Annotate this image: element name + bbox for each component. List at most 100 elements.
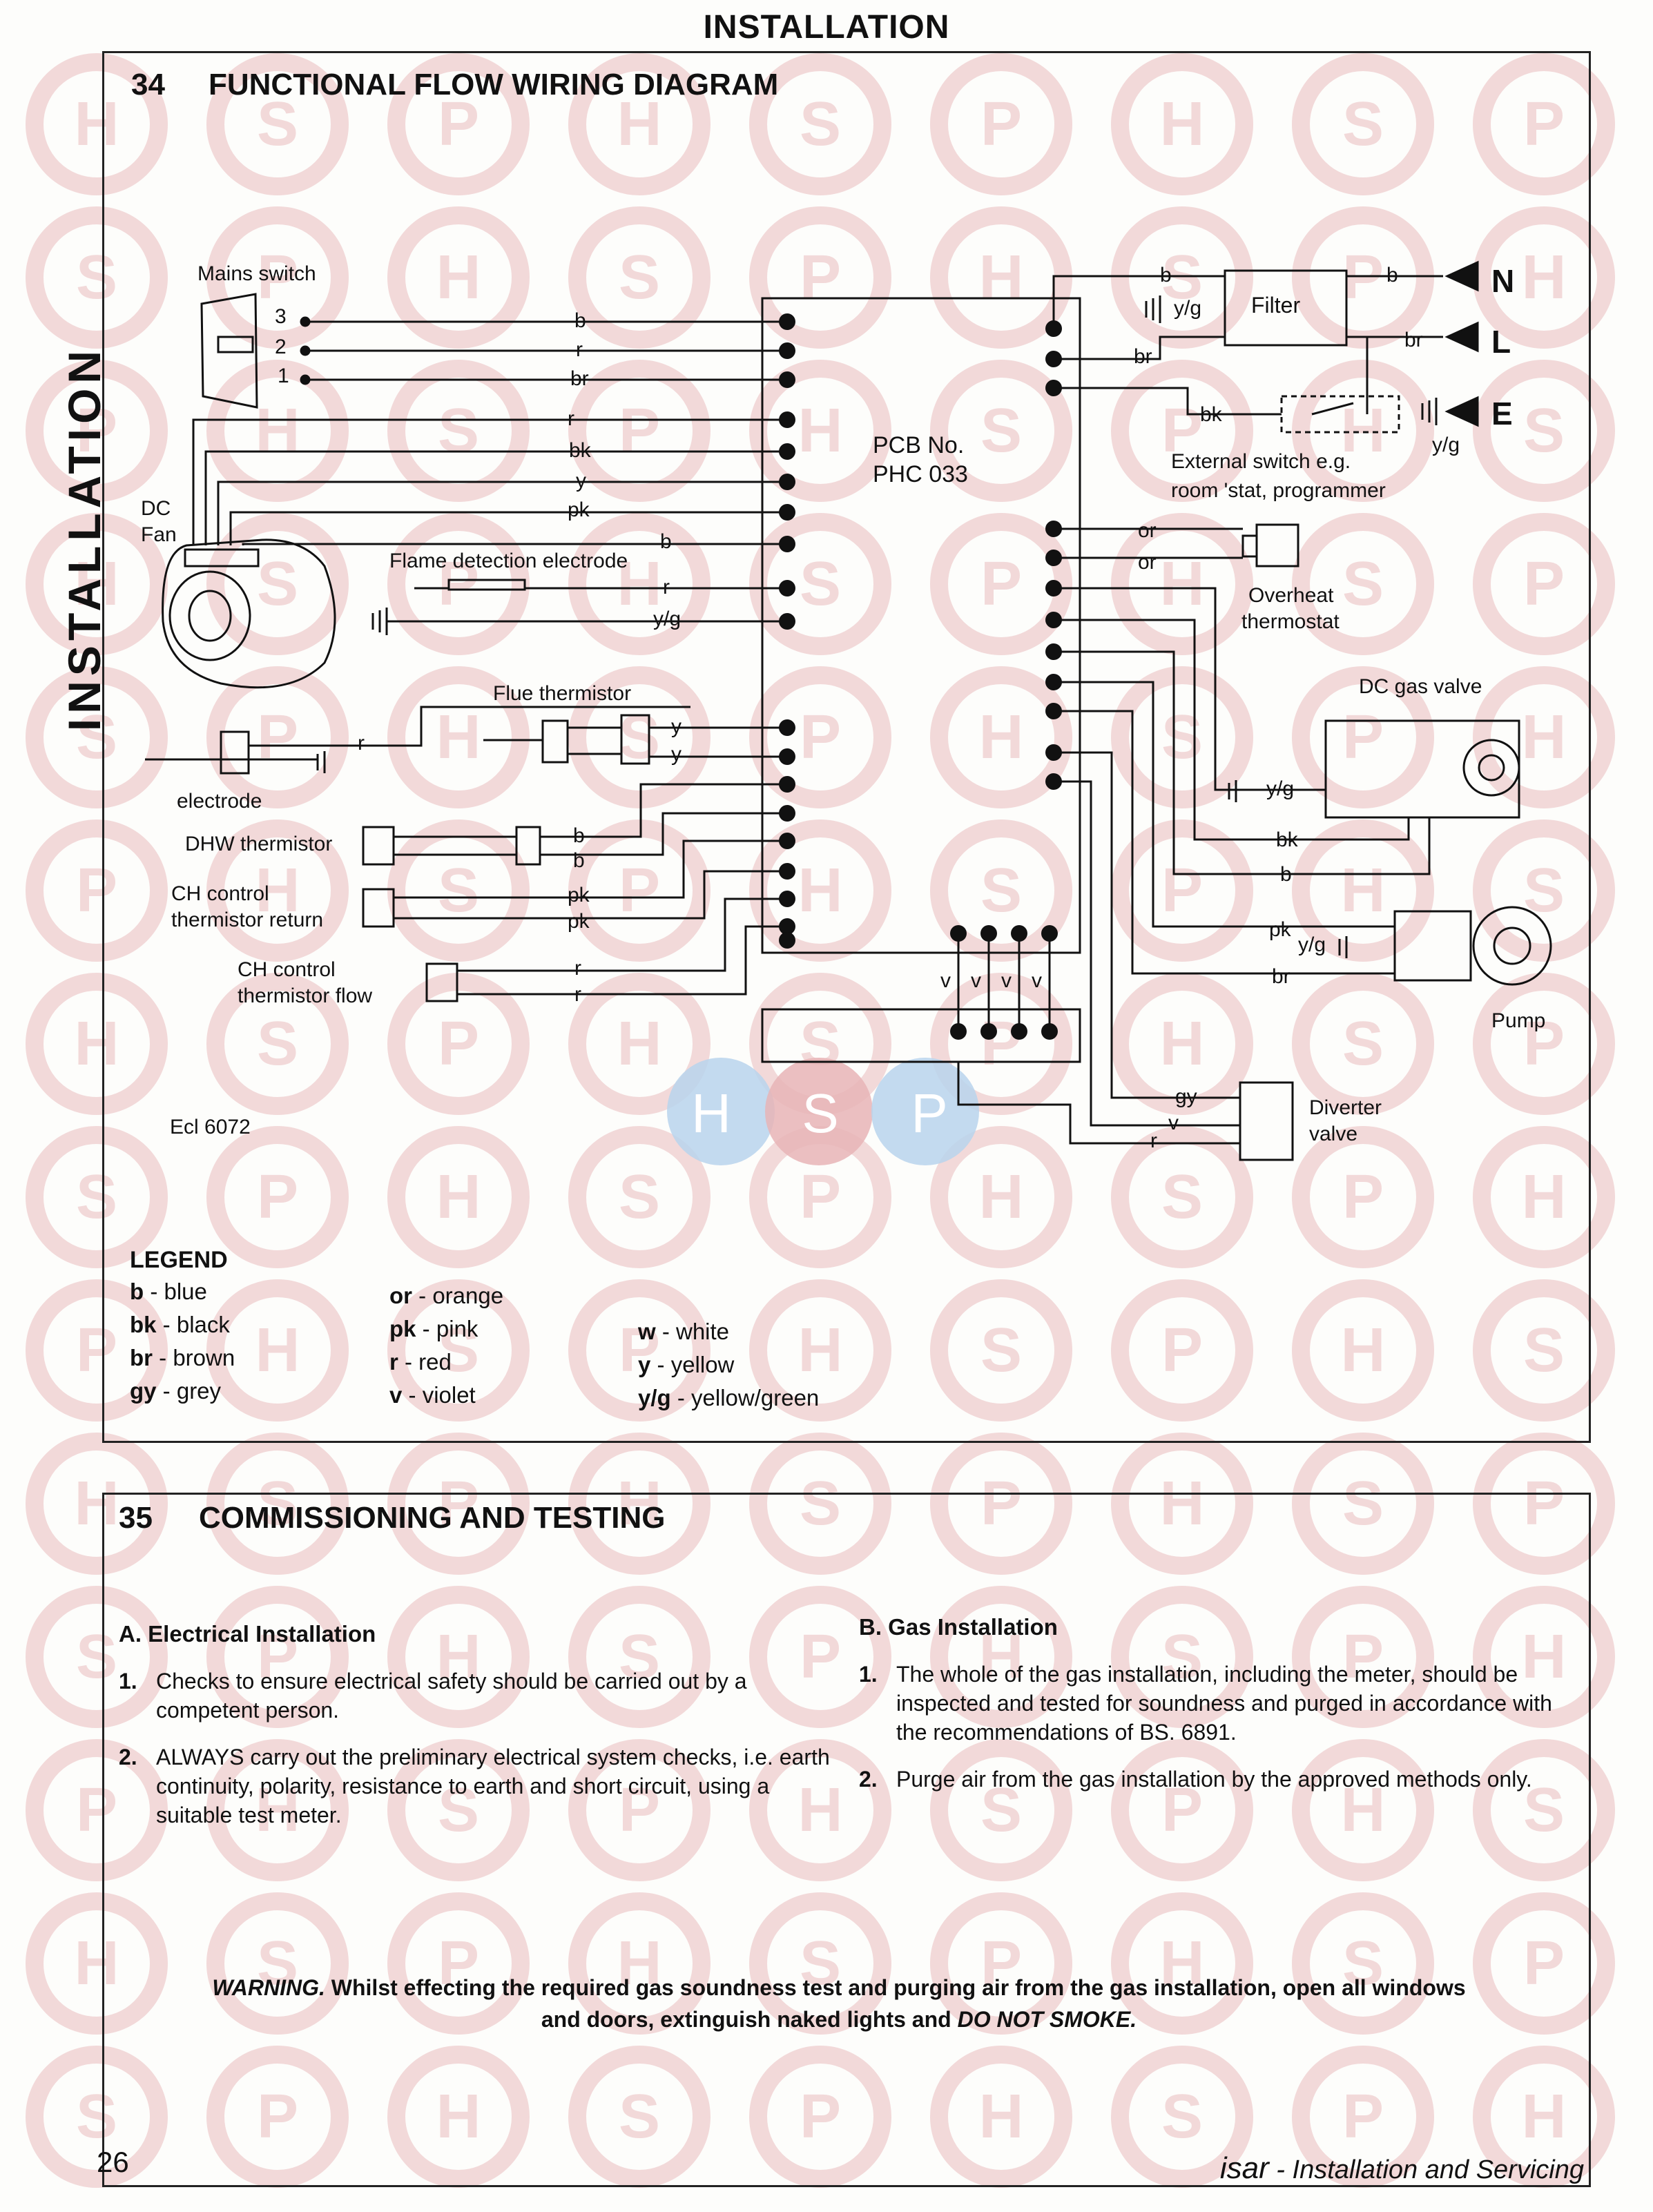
watermark-badge: S xyxy=(26,206,168,349)
wire-label: v xyxy=(971,969,981,992)
dhw-thermistor xyxy=(362,826,395,866)
watermark-badge: H xyxy=(930,1586,1072,1728)
flue-thermistor-plug xyxy=(620,714,650,765)
svg-text:P: P xyxy=(76,396,117,465)
svg-text:S: S xyxy=(800,90,841,159)
svg-text:H: H xyxy=(979,2082,1024,2151)
watermark-badge: H xyxy=(26,513,168,655)
watermark-badge: S xyxy=(387,819,530,962)
svg-text:S: S xyxy=(980,1316,1022,1385)
wire xyxy=(957,1062,1240,1145)
svg-text:H: H xyxy=(255,1776,300,1845)
switch-pin xyxy=(300,374,311,385)
watermark-badge: H xyxy=(1473,1126,1615,1268)
watermark-badge: P xyxy=(1473,513,1615,655)
switch-terminal-2: 2 xyxy=(275,336,287,358)
svg-text:S: S xyxy=(1342,90,1384,159)
svg-text:P: P xyxy=(980,1469,1022,1538)
wire-label: br xyxy=(1272,965,1290,988)
svg-text:P: P xyxy=(800,243,841,312)
svg-text:H: H xyxy=(1160,550,1205,619)
svg-text:S: S xyxy=(1523,1316,1565,1385)
watermark-badge: S xyxy=(1473,819,1615,962)
wire xyxy=(1054,710,1395,975)
wire-label: gy xyxy=(1175,1085,1197,1108)
watermark-badge: H xyxy=(1473,1586,1615,1728)
svg-text:H: H xyxy=(979,243,1024,312)
svg-text:S: S xyxy=(980,856,1022,925)
terminal-dot xyxy=(779,776,795,793)
ignition-electrode xyxy=(220,730,250,775)
svg-text:P: P xyxy=(619,1776,660,1845)
dc-fan-label-2: Fan xyxy=(141,523,177,546)
watermark-badge: P xyxy=(1473,1892,1615,2035)
svg-text:S: S xyxy=(1161,1622,1203,1691)
pump-housing xyxy=(1472,906,1552,986)
wiring-diagram xyxy=(145,260,1552,1161)
wire-label: or xyxy=(1138,519,1157,542)
watermark-badge: P xyxy=(206,2046,349,2188)
svg-text:H: H xyxy=(1341,1776,1386,1845)
flue-thermistor-body xyxy=(541,719,569,764)
terminal-dot xyxy=(779,891,795,907)
switch-pin xyxy=(300,316,311,327)
overheat-thermostat-label-1: Overheat xyxy=(1248,584,1334,607)
svg-text:P: P xyxy=(800,1163,841,1232)
wire xyxy=(540,812,787,856)
watermark-badge: H xyxy=(206,1739,349,1881)
svg-text:H: H xyxy=(1522,243,1567,312)
svg-text:H: H xyxy=(1160,1929,1205,1998)
svg-text:S: S xyxy=(802,1083,838,1144)
terminal-dot xyxy=(1045,521,1062,537)
watermark-badge: P xyxy=(1473,973,1615,1115)
svg-text:H: H xyxy=(1160,90,1205,159)
svg-text:P: P xyxy=(257,243,298,312)
svg-text:S: S xyxy=(1161,703,1203,772)
watermark-badge: H xyxy=(568,53,710,195)
watermark-badge: P xyxy=(206,206,349,349)
supply-neutral: N xyxy=(1491,263,1515,299)
legend-item: br - brown xyxy=(130,1345,235,1370)
watermark-badge: P xyxy=(1111,1279,1253,1422)
wire-label: r xyxy=(1150,1129,1157,1152)
svg-text:P: P xyxy=(980,1009,1022,1078)
terminal-dot xyxy=(1045,744,1062,761)
svg-text:H: H xyxy=(436,1163,481,1232)
terminal-dot xyxy=(950,925,967,942)
svg-text:H: H xyxy=(691,1083,731,1144)
diverter-valve xyxy=(1239,1081,1294,1161)
mains-switch-body xyxy=(200,293,258,409)
watermark-badge: P xyxy=(568,819,710,962)
svg-text:P: P xyxy=(257,1163,298,1232)
watermark-badge: H xyxy=(1111,53,1253,195)
watermark-badge: H xyxy=(930,206,1072,349)
wire xyxy=(217,481,787,545)
mains-switch-label: Mains switch xyxy=(197,262,316,285)
wire-label: y/g xyxy=(1298,933,1326,956)
watermark-badge: H xyxy=(568,973,710,1115)
svg-text:H: H xyxy=(798,1316,843,1385)
wire xyxy=(1054,587,1326,791)
wire xyxy=(1054,336,1225,360)
watermark-badge: S xyxy=(387,1279,530,1422)
wire-label: or xyxy=(1138,551,1157,574)
wire-label: r xyxy=(574,957,581,980)
watermark-badge: S xyxy=(206,513,349,655)
svg-text:S: S xyxy=(1161,243,1203,312)
svg-text:H: H xyxy=(1160,1469,1205,1538)
svg-text:H: H xyxy=(617,90,662,159)
terminal-dot xyxy=(1041,925,1058,942)
svg-text:H: H xyxy=(75,1929,119,1998)
watermark-badge: S xyxy=(1111,2046,1253,2188)
svg-text:P: P xyxy=(1342,1622,1384,1691)
pcb-board xyxy=(761,297,1081,954)
svg-text:P: P xyxy=(800,1622,841,1691)
legend-item: r - red xyxy=(389,1349,452,1375)
svg-text:P: P xyxy=(619,856,660,925)
terminal-dot xyxy=(980,1023,997,1040)
watermark-badge: S xyxy=(206,973,349,1115)
watermark-badge: H xyxy=(1292,819,1434,962)
svg-text:H: H xyxy=(255,1316,300,1385)
ch-return-label-2: thermistor return xyxy=(171,909,324,931)
svg-text:S: S xyxy=(1342,550,1384,619)
